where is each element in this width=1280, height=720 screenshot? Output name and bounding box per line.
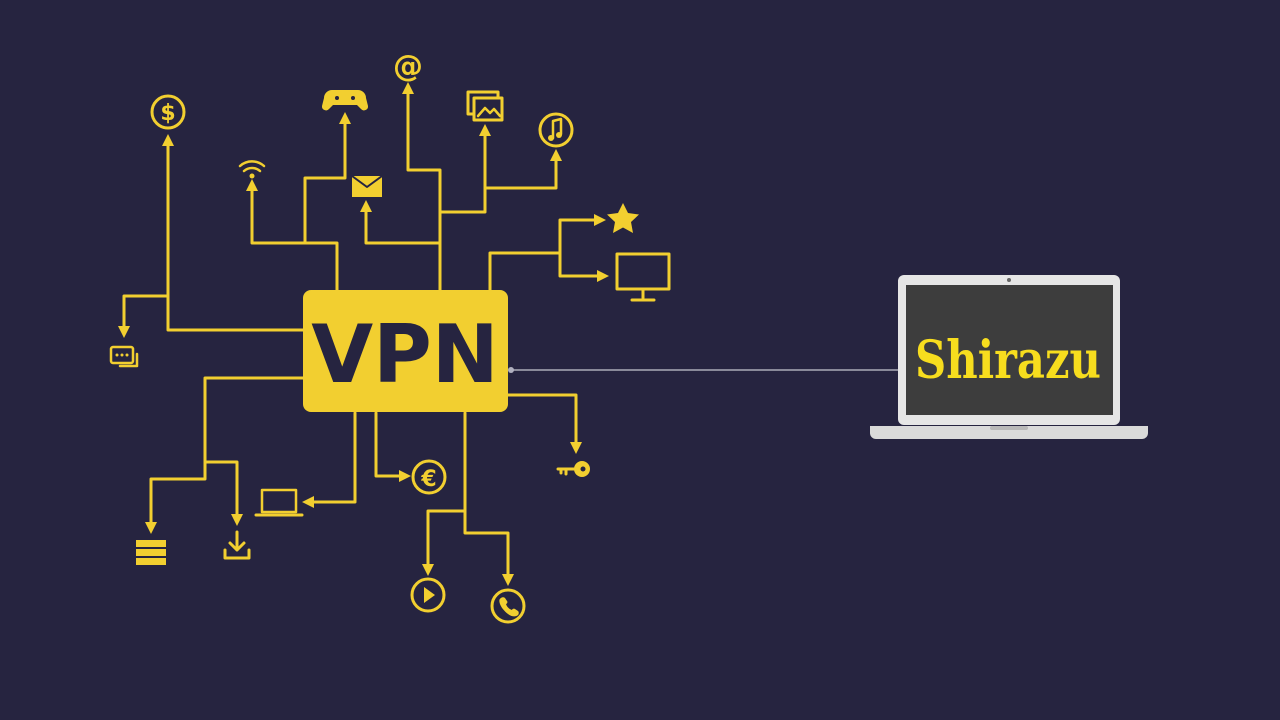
line-to-at (402, 82, 442, 245)
vpn-label: VPN (311, 308, 499, 401)
phone-icon (490, 588, 526, 624)
line-to-euro (374, 411, 411, 482)
line-to-play (422, 411, 467, 576)
laptop-screen-text: Shirazu (915, 330, 1101, 391)
dollar-icon: $ (150, 94, 186, 130)
line-to-laptop-icon (302, 411, 357, 508)
monitor-icon (615, 252, 671, 302)
line-to-music (483, 149, 562, 190)
laptop-icon (254, 488, 304, 517)
at-sign-icon: @ (393, 49, 423, 84)
line-to-dollar (162, 134, 307, 332)
vpn-box: VPN (303, 290, 508, 412)
laptop-screen (906, 285, 1113, 415)
laptop: Shirazu (870, 275, 1148, 439)
chat-icon (109, 345, 139, 368)
key-icon (556, 461, 590, 477)
mail-icon (351, 175, 383, 197)
line-to-gamepad (303, 112, 351, 245)
line-to-images (438, 124, 491, 214)
gamepad-icon (321, 90, 369, 111)
laptop-camera (1007, 278, 1011, 282)
line-to-mail (360, 200, 442, 292)
line-to-server (145, 376, 307, 534)
wifi-icon (238, 160, 266, 179)
connector-dot (508, 367, 514, 373)
line-to-chat (118, 294, 170, 338)
line-to-download (203, 460, 243, 526)
music-icon (538, 112, 574, 148)
download-icon (223, 530, 251, 560)
svg-text:$: $ (160, 101, 175, 126)
laptop-trackpad-notch (990, 426, 1028, 430)
svg-text:@: @ (393, 49, 423, 84)
play-icon (410, 577, 446, 613)
line-to-key (506, 393, 582, 454)
line-to-monitor (558, 251, 609, 282)
svg-text:€: € (420, 467, 436, 492)
server-icon (136, 540, 166, 565)
connection-lines (118, 82, 609, 586)
star-icon (607, 203, 639, 233)
line-to-wifi (246, 179, 339, 292)
image-gallery-icon (466, 90, 504, 122)
line-to-phone (463, 509, 514, 586)
line-to-star (488, 214, 606, 292)
laptop-base (870, 426, 1148, 439)
euro-icon: € (411, 459, 447, 495)
